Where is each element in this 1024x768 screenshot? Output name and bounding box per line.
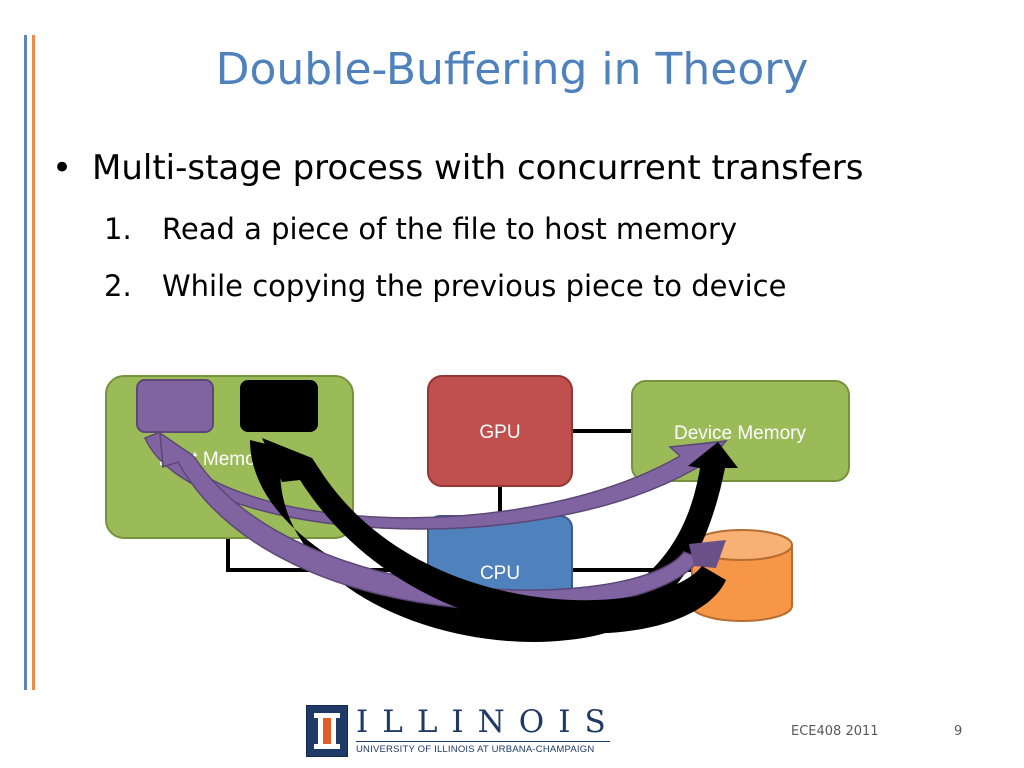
step-number: 1. [104, 212, 132, 246]
step-item-2: 2. While copying the previous piece to de… [104, 269, 786, 303]
logo-rule [356, 741, 610, 742]
step-number: 2. [104, 269, 132, 303]
page-number: 9 [954, 724, 963, 739]
logo-subtitle: UNIVERSITY OF ILLINOIS AT URBANA-CHAMPAI… [356, 744, 595, 755]
left-accent-bar-blue [24, 35, 27, 690]
slide-title: Double-Buffering in Theory [215, 44, 809, 95]
gpu-label: GPU [479, 422, 520, 443]
step-text: While copying the previous piece to devi… [162, 269, 787, 303]
arrow-disk-to-buffer-b [262, 438, 726, 634]
buffer-b [240, 380, 318, 432]
footer-course: ECE408 2011 [791, 724, 879, 739]
cpu-label: CPU [480, 563, 520, 584]
buffer-a [136, 379, 214, 433]
step-item-1: 1. Read a piece of the file to host memor… [104, 212, 737, 246]
logo-wordmark: ILLINOIS [356, 704, 620, 740]
arrow-disk-to-buffer-a-tail [689, 540, 726, 568]
gpu-box [427, 375, 573, 487]
step-text: Read a piece of the file to host memory [162, 212, 738, 246]
bullet-dot: • [52, 148, 73, 188]
bullet-text: Multi-stage process with concurrent tran… [92, 148, 864, 188]
device-memory-label: Device Memory [674, 423, 806, 444]
left-accent-bar-orange [32, 35, 35, 690]
bullet-item: • Multi-stage process with concurrent tra… [52, 148, 863, 188]
illinois-logo: ILLINOIS UNIVERSITY OF ILLINOIS AT URBAN… [306, 705, 610, 757]
double-buffering-diagram: Host Memory GPU Device Memory CPU [105, 375, 850, 642]
illinois-block-i-icon [306, 705, 348, 757]
